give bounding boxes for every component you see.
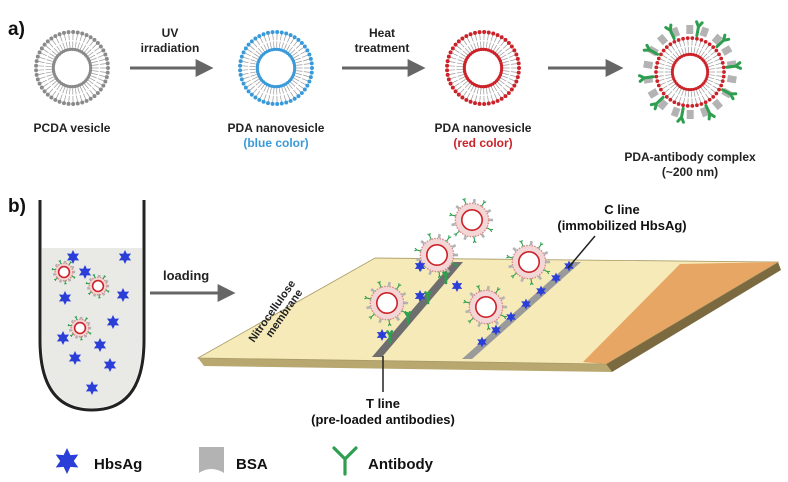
complex-label: PDA-antibody complex bbox=[624, 150, 756, 164]
uv-label: UV bbox=[162, 26, 179, 40]
sample-liquid bbox=[42, 248, 142, 408]
legend-bsa-label: BSA bbox=[236, 456, 268, 473]
hbsag-star-icon bbox=[116, 288, 130, 302]
strip-front-edge bbox=[198, 358, 612, 372]
hbsag-star-icon bbox=[491, 324, 501, 336]
c-line-title: C line bbox=[604, 202, 639, 217]
tube-outline bbox=[38, 200, 146, 412]
treatment-label: treatment bbox=[355, 41, 410, 55]
hbsag-star-icon bbox=[551, 272, 561, 284]
pda-blue-label: PDA nanovesicle bbox=[228, 121, 325, 135]
c-line-pointer bbox=[567, 235, 596, 269]
lateral-flow-strip: Nitrocellulose membrane bbox=[196, 197, 781, 372]
hbsag-star-icon bbox=[118, 250, 132, 264]
hbsag-star-icon bbox=[56, 331, 70, 345]
blue-color-label: (blue color) bbox=[243, 136, 308, 150]
pda-red-vesicle bbox=[445, 30, 521, 106]
hbsag-star-icon bbox=[103, 358, 117, 372]
hbsag-star-icon bbox=[93, 338, 107, 352]
hbsag-star-icon bbox=[451, 280, 463, 292]
legend: HbsAg BSA Antibody bbox=[55, 446, 434, 476]
irradiation-label: irradiation bbox=[141, 41, 200, 55]
hbsag-star-icon bbox=[376, 329, 388, 341]
pda-antibody-complex bbox=[637, 20, 743, 124]
t-line-title: T line bbox=[366, 396, 400, 411]
hbsag-star-icon bbox=[55, 448, 79, 474]
pcda-label: PCDA vesicle bbox=[34, 121, 111, 135]
pda-blue-vesicle bbox=[238, 30, 314, 106]
hbsag-star-icon bbox=[414, 260, 426, 272]
hbsag-star-icon bbox=[414, 290, 426, 302]
sample-tube bbox=[38, 200, 146, 412]
pcda-vesicle bbox=[34, 30, 110, 106]
hbsag-star-icon bbox=[58, 291, 72, 305]
c-line bbox=[462, 262, 581, 359]
legend-antibody-label: Antibody bbox=[368, 456, 434, 473]
hbsag-star-icon bbox=[477, 336, 487, 348]
t-line-subtitle: (pre-loaded antibodies) bbox=[311, 412, 455, 427]
hbsag-star-icon bbox=[66, 250, 80, 264]
absorbent-pad bbox=[583, 262, 778, 364]
strip-side-edge bbox=[606, 262, 781, 372]
tube-contents bbox=[51, 250, 132, 395]
legend-hbsag-label: HbsAg bbox=[94, 456, 142, 473]
antibody-icon bbox=[332, 446, 358, 476]
red-color-label: (red color) bbox=[453, 136, 512, 150]
heat-label: Heat bbox=[369, 26, 395, 40]
hbsag-star-icon bbox=[536, 285, 546, 297]
complex-size-label: (~200 nm) bbox=[662, 165, 718, 179]
loading-label: loading bbox=[163, 268, 209, 283]
pda-red-label: PDA nanovesicle bbox=[435, 121, 532, 135]
c-line-subtitle: (immobilized HbsAg) bbox=[557, 218, 686, 233]
hbsag-star-icon bbox=[521, 298, 531, 310]
panel-a-label: a) bbox=[8, 19, 25, 40]
hbsag-star-icon bbox=[78, 265, 92, 279]
strip-items bbox=[364, 197, 574, 348]
hbsag-star-icon bbox=[85, 381, 99, 395]
panel-b-label: b) bbox=[8, 196, 26, 217]
t-line bbox=[372, 262, 463, 357]
hbsag-star-icon bbox=[68, 351, 82, 365]
hbsag-star-icon bbox=[106, 315, 120, 329]
hbsag-star-icon bbox=[506, 311, 516, 323]
hbsag-star-icon bbox=[55, 448, 79, 474]
bsa-icon bbox=[199, 447, 224, 473]
